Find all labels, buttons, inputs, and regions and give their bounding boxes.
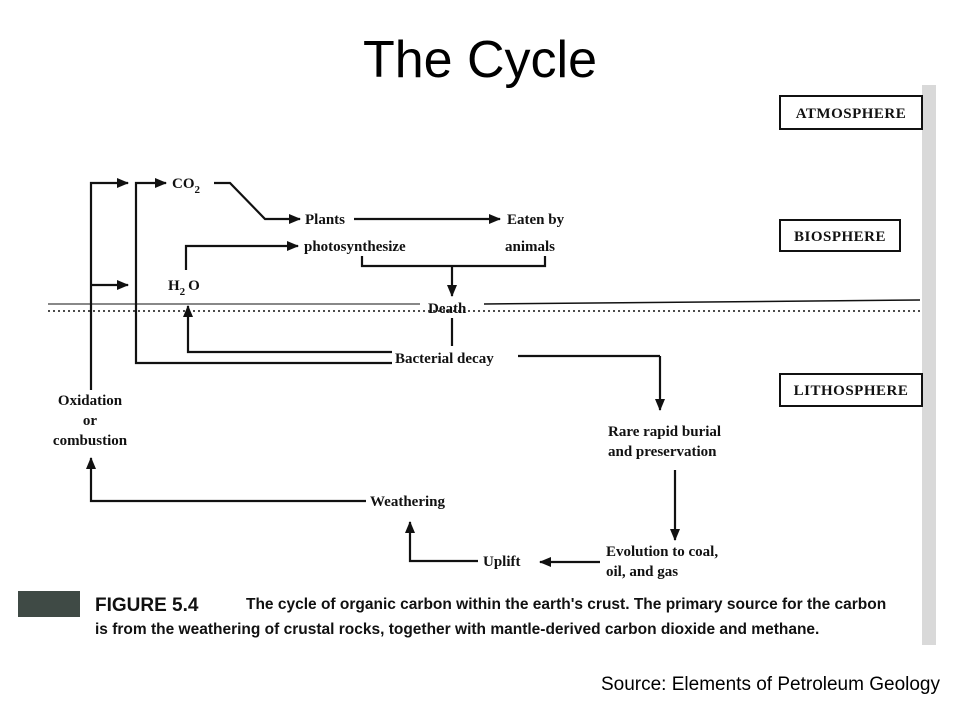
node-rare-burial-line1: Rare rapid burial (608, 424, 721, 440)
atmosphere-box: ATMOSPHERE (779, 95, 923, 130)
node-death: Death (428, 301, 467, 317)
slide-title: The Cycle (362, 31, 598, 89)
caption-line1: The cycle of organic carbon within the e… (246, 596, 886, 613)
source-credit: Source: Elements of Petroleum Geology (600, 674, 940, 695)
surface-boundary-solid-right (483, 299, 921, 305)
lithosphere-label: LITHOSPHERE (794, 383, 909, 399)
arrow-decay-to-co2 (134, 178, 392, 365)
node-oxidation-line1: Oxidation (58, 393, 123, 409)
arrow-decay-to-h2o (183, 305, 392, 354)
node-weathering: Weathering (370, 494, 445, 510)
scan-edge-shadow (922, 85, 936, 645)
node-uplift: Uplift (483, 554, 521, 570)
node-evolution-line1: Evolution to coal, (606, 544, 718, 560)
caption-line2: is from the weathering of crustal rocks,… (95, 621, 819, 638)
node-oxidation-line2: or (83, 413, 98, 429)
arrow-uplift-to-weathering (405, 521, 478, 563)
carbon-cycle-diagram: ATMOSPHERE BIOSPHERE LITHOSPHERE (18, 85, 936, 645)
node-bacterial-decay: Bacterial decay (395, 351, 494, 367)
lithosphere-box: LITHOSPHERE (779, 373, 923, 407)
arrow-h2o-to-photosynthesize (184, 241, 299, 270)
node-eaten-by: Eaten by (507, 212, 565, 228)
atmosphere-label: ATMOSPHERE (796, 106, 907, 122)
node-rare-burial-line2: and preservation (608, 444, 717, 460)
arrow-oxidation-to-co2 (89, 178, 129, 390)
caption-bar (18, 591, 80, 617)
arrow-co2-to-plants (214, 181, 301, 224)
biosphere-label: BIOSPHERE (794, 229, 886, 245)
node-co2: CO2 (172, 176, 201, 196)
node-evolution-line2: oil, and gas (606, 564, 678, 580)
bracket-to-death (360, 256, 547, 268)
node-animals: animals (505, 239, 555, 255)
node-photosynthesize: photosynthesize (304, 239, 406, 255)
node-oxidation-line3: combustion (53, 433, 128, 449)
arrow-weathering-to-oxidation (86, 457, 366, 503)
biosphere-box: BIOSPHERE (779, 219, 901, 252)
caption-figure-label: FIGURE 5.4 (95, 595, 199, 616)
node-plants: Plants (305, 212, 345, 228)
